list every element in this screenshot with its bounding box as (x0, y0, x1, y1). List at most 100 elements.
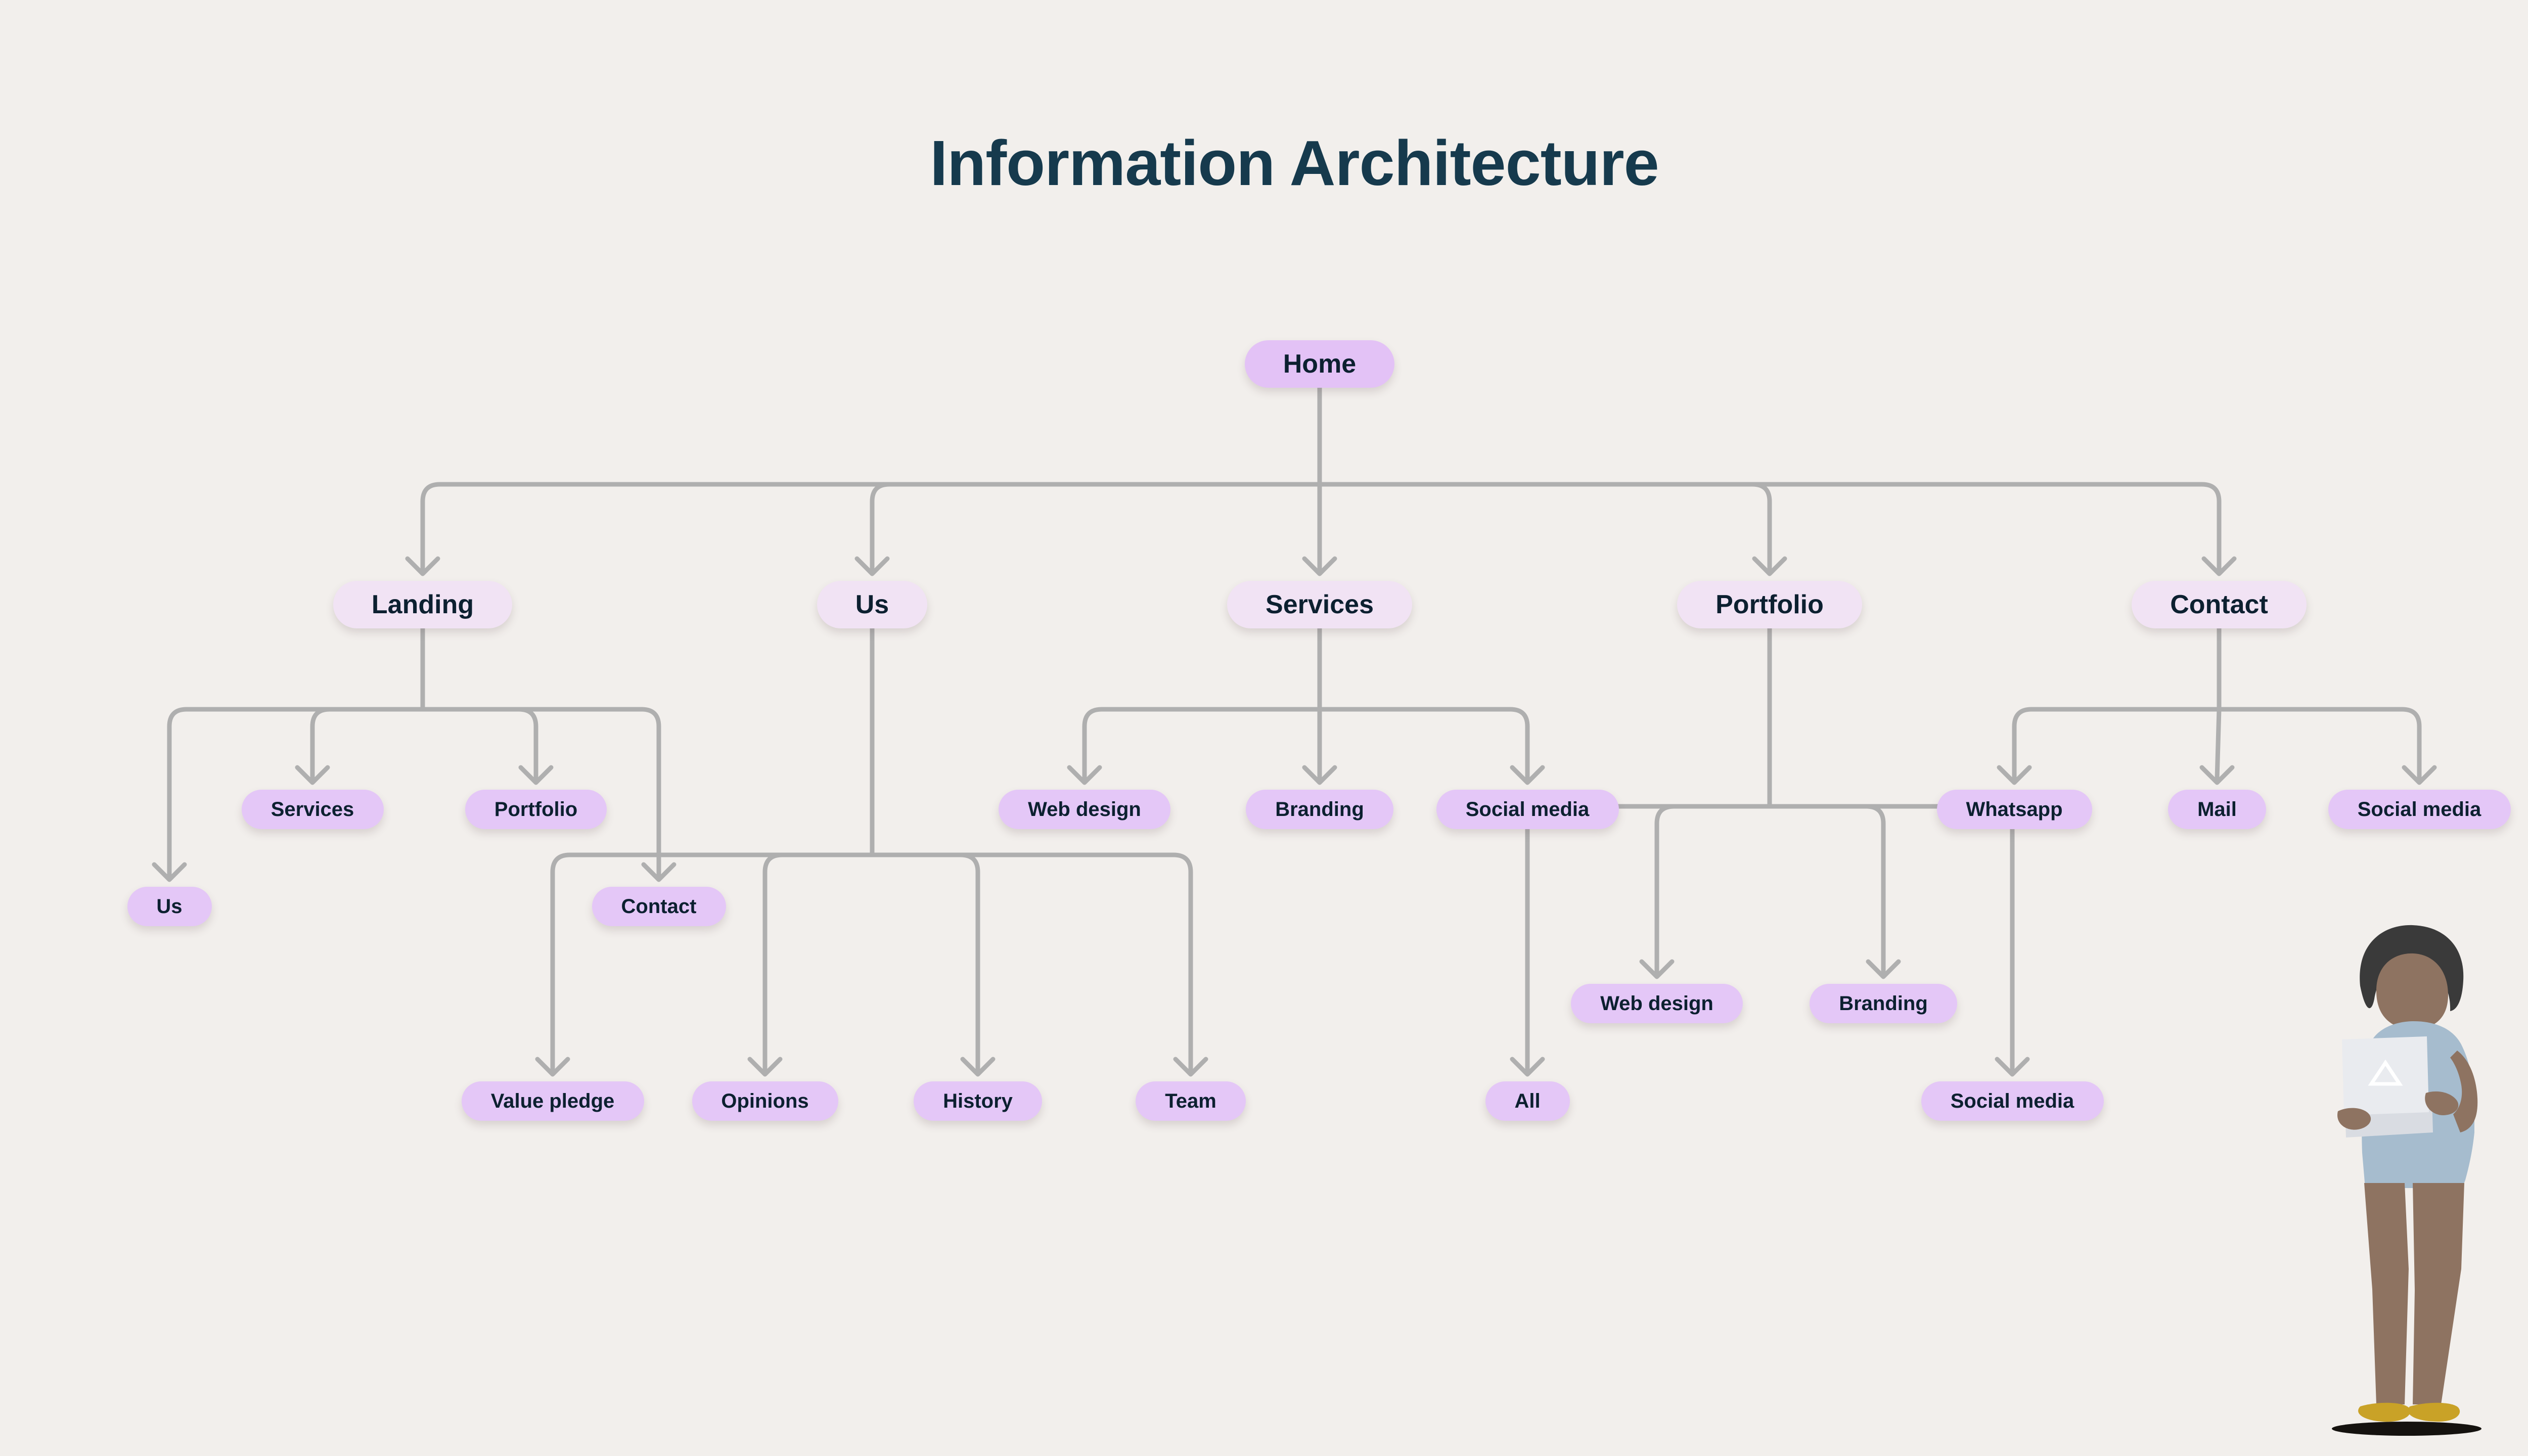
arrowhead-us-2 (960, 1057, 996, 1077)
node-u-history[interactable]: History (914, 1081, 1042, 1121)
node-home[interactable]: Home (1245, 340, 1394, 388)
arrowhead-landing-3 (641, 862, 676, 882)
node-p-webdesign[interactable]: Web design (1571, 984, 1743, 1023)
node-label: Portfolio (1716, 590, 1824, 619)
node-label: Services (1266, 590, 1374, 619)
node-label: Home (1283, 349, 1357, 379)
node-contact[interactable]: Contact (2132, 581, 2307, 628)
node-landing[interactable]: Landing (333, 581, 512, 628)
node-label: Mail (2197, 798, 2237, 821)
node-label: Portfolio (494, 798, 578, 821)
node-l-us[interactable]: Us (127, 887, 212, 926)
node-s-webdesign[interactable]: Web design (999, 790, 1170, 829)
node-label: Us (855, 590, 889, 619)
right-leg (2413, 1183, 2464, 1404)
node-label: Branding (1839, 992, 1928, 1015)
right-hand (2337, 1108, 2371, 1130)
node-u-team[interactable]: Team (1136, 1081, 1246, 1121)
head (2376, 953, 2448, 1029)
connector-us-1 (762, 852, 875, 1073)
node-s-socialmedia[interactable]: Social media (1436, 790, 1619, 829)
connector-us-3 (870, 852, 1193, 1073)
node-label: Social media (2357, 798, 2481, 821)
arrowhead-contact-0 (1997, 765, 2032, 785)
connector-landing-0 (167, 707, 425, 878)
hair (2360, 925, 2464, 1011)
arrowhead-home-1 (854, 556, 890, 576)
arrowhead-portfolio-1 (1639, 959, 1675, 979)
node-label: Us (156, 895, 183, 918)
node-s-branding[interactable]: Branding (1246, 790, 1393, 829)
arrowhead-landing-1 (295, 765, 330, 785)
arrowhead-contact-1 (2199, 765, 2235, 785)
arrowhead-home-2 (1302, 556, 1337, 576)
right-shoe (2408, 1402, 2460, 1422)
node-label: Value pledge (490, 1089, 615, 1112)
page-title: Information Architecture (930, 127, 1659, 199)
node-p-branding[interactable]: Branding (1810, 984, 1957, 1023)
node-services[interactable]: Services (1227, 581, 1412, 628)
node-label: Contact (2170, 590, 2268, 619)
laptop-logo-triangle-icon (2368, 1059, 2403, 1086)
arrowhead-home-3 (1752, 556, 1787, 576)
arrowhead-portfolio-0 (1510, 1057, 1545, 1077)
connector-home-1 (870, 482, 1322, 572)
arrowhead-landing-2 (518, 765, 554, 785)
node-c-mail[interactable]: Mail (2168, 790, 2266, 829)
connector-services-2 (1317, 707, 1530, 781)
connector-contact-0 (2012, 707, 2222, 781)
left-leg (2364, 1183, 2409, 1404)
node-l-contact[interactable]: Contact (592, 887, 726, 926)
connector-home-4 (1317, 482, 2222, 572)
node-label: Social media (1950, 1089, 2074, 1112)
laptop-screen (2342, 1036, 2429, 1115)
figure-shadow (2332, 1422, 2481, 1436)
arrowhead-services-1 (1302, 765, 1337, 785)
node-u-opinions[interactable]: Opinions (692, 1081, 838, 1121)
person-holding-laptop-illustration (2332, 925, 2481, 1436)
arrowhead-us-3 (1173, 1057, 1208, 1077)
node-label: Web design (1600, 992, 1713, 1015)
arrowhead-services-2 (1510, 765, 1545, 785)
node-label: Team (1165, 1089, 1216, 1112)
node-l-services[interactable]: Services (241, 790, 384, 829)
node-label: Social media (1465, 798, 1590, 821)
node-c-whatsapp[interactable]: Whatsapp (1936, 790, 2092, 829)
left-shoe (2358, 1402, 2411, 1422)
arrowhead-services-0 (1067, 765, 1102, 785)
node-label: All (1514, 1089, 1541, 1112)
connector-portfolio-1 (1654, 804, 1772, 975)
arrowhead-portfolio-3 (1995, 1057, 2030, 1077)
arrowhead-home-4 (2201, 556, 2237, 576)
node-p-socialmedia[interactable]: Social media (1921, 1081, 2104, 1121)
connector-services-0 (1082, 707, 1322, 781)
connector-landing-1 (310, 707, 425, 781)
node-l-portfolio[interactable]: Portfolio (465, 790, 607, 829)
connector-contact-1 (2215, 707, 2222, 781)
node-portfolio[interactable]: Portfolio (1677, 581, 1862, 628)
arrowhead-us-0 (535, 1057, 570, 1077)
connector-landing-3 (420, 707, 661, 878)
node-label: Web design (1028, 798, 1141, 821)
node-u-valuepledge[interactable]: Value pledge (461, 1081, 644, 1121)
arrowhead-us-1 (747, 1057, 783, 1077)
node-us[interactable]: Us (817, 581, 927, 628)
left-arm (2450, 1051, 2478, 1132)
node-label: Contact (621, 895, 697, 918)
arrowhead-landing-0 (152, 862, 187, 882)
node-c-socialmedia[interactable]: Social media (2328, 790, 2511, 829)
connector-home-0 (420, 482, 1322, 572)
node-label: Opinions (721, 1089, 809, 1112)
left-hand (2425, 1091, 2459, 1115)
node-label: Whatsapp (1966, 798, 2063, 821)
node-label: Landing (371, 590, 474, 619)
node-label: History (943, 1089, 1013, 1112)
node-label: Branding (1275, 798, 1364, 821)
arrowhead-home-0 (405, 556, 440, 576)
arrowhead-contact-2 (2402, 765, 2437, 785)
node-p-all[interactable]: All (1485, 1081, 1570, 1121)
node-label: Services (270, 798, 354, 821)
connector-contact-2 (2217, 707, 2422, 781)
